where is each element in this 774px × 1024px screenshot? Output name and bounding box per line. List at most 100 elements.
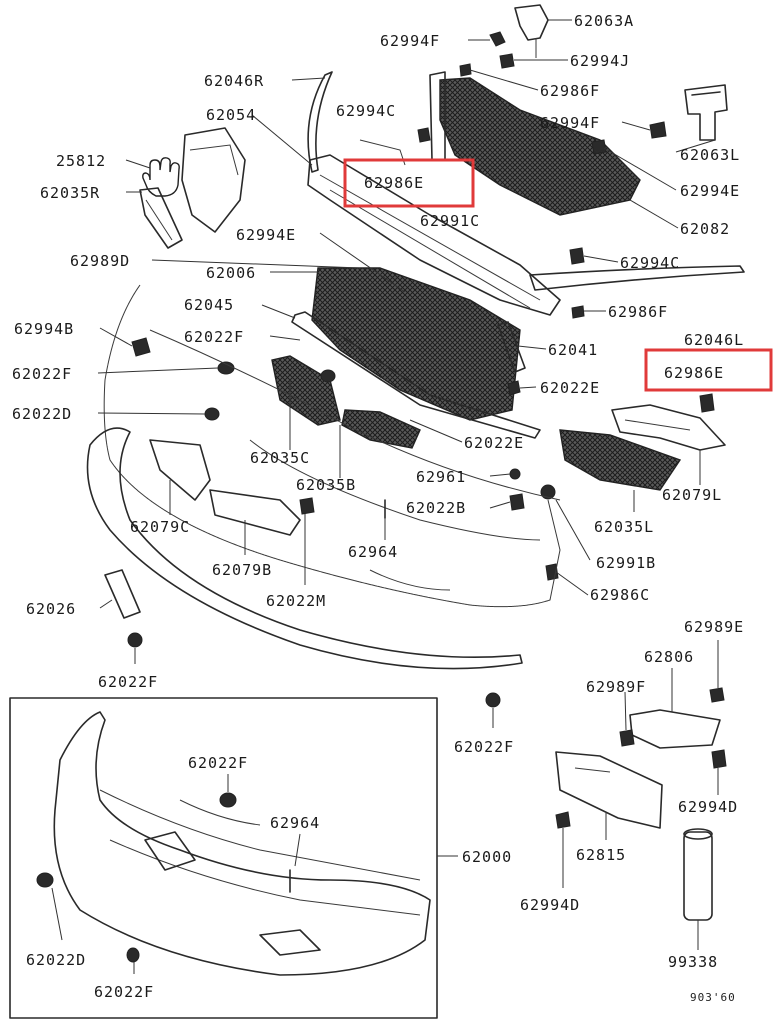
part-labels: 62063A 62994F 62994J 62046R 62986F 62054… xyxy=(12,12,744,1004)
bar-62041 xyxy=(497,321,526,373)
label-62046l: 62046L xyxy=(684,331,744,349)
label-62022f-f: 62022F xyxy=(94,983,154,1001)
bracket-62035r xyxy=(139,187,183,249)
label-62046r: 62046R xyxy=(204,72,264,90)
label-62022d-b: 62022D xyxy=(26,951,86,969)
highlight-box-62986e-right xyxy=(644,348,773,392)
label-62006: 62006 xyxy=(206,264,256,282)
label-62994e-right: 62994E xyxy=(680,182,740,200)
label-62986f-mid: 62986F xyxy=(608,303,668,321)
label-62986e-right: 62986E xyxy=(664,364,724,382)
clip-62994b xyxy=(131,337,151,357)
clip-62994f-top xyxy=(489,31,506,47)
label-62022e-b: 62022E xyxy=(464,434,524,452)
label-62994d-a: 62994D xyxy=(678,798,738,816)
label-62989d: 62989D xyxy=(70,252,130,270)
label-62035c: 62035C xyxy=(250,449,310,467)
clip-62994e-right xyxy=(591,139,607,155)
clip-62022m xyxy=(299,497,315,515)
label-62022e-a: 62022E xyxy=(540,379,600,397)
label-62022b: 62022B xyxy=(406,499,466,517)
clip-62994f-mid xyxy=(649,121,667,139)
clip-62986f-mid xyxy=(571,305,585,319)
label-62079b: 62079B xyxy=(212,561,272,579)
lower-bracket-62079c xyxy=(149,439,211,501)
clip-62022e-a xyxy=(507,380,521,396)
molding-62046r xyxy=(307,71,333,173)
label-25812: 25812 xyxy=(56,152,106,170)
label-62022f-c: 62022F xyxy=(98,673,158,691)
lower-spoiler xyxy=(86,427,523,670)
label-62022d-a: 62022D xyxy=(12,405,72,423)
trim-62045 xyxy=(291,311,541,439)
clip-62994j xyxy=(499,53,515,69)
bumper-cover-outline xyxy=(103,284,561,608)
clip-62989f xyxy=(619,729,635,747)
label-62986e-top: 62986E xyxy=(364,174,424,192)
label-62022f-e: 62022F xyxy=(188,754,248,772)
label-99338: 99338 xyxy=(668,953,718,971)
lower-bracket-62079b xyxy=(209,489,301,536)
label-62063a: 62063A xyxy=(574,12,634,30)
clip-62961 xyxy=(509,468,521,480)
label-62022f-a: 62022F xyxy=(184,328,244,346)
clip-62994d-b xyxy=(555,811,571,829)
label-62022f-b: 62022F xyxy=(12,365,72,383)
label-62000: 62000 xyxy=(462,848,512,866)
label-62989f: 62989F xyxy=(586,678,646,696)
label-62994d-b: 62994D xyxy=(520,896,580,914)
label-62994f-top: 62994F xyxy=(380,32,440,50)
label-62961: 62961 xyxy=(416,468,466,486)
label-62035b: 62035B xyxy=(296,476,356,494)
label-62022m: 62022M xyxy=(266,592,326,610)
clip-62991b xyxy=(540,484,556,500)
label-62994f-mid: 62994F xyxy=(540,114,600,132)
label-62079l: 62079L xyxy=(662,486,722,504)
label-62035l: 62035L xyxy=(594,518,654,536)
clip-62022d-b xyxy=(36,872,54,888)
license-plate-62815 xyxy=(555,751,663,829)
label-62994j: 62994J xyxy=(570,52,630,70)
touch-up-paint-99338 xyxy=(683,828,713,921)
lower-grille-62035l xyxy=(559,429,682,491)
clip-62994d-a xyxy=(711,749,727,769)
upper-grille-62082 xyxy=(429,71,641,216)
label-62994c-mid: 62994C xyxy=(620,254,680,272)
center-grille-62006 xyxy=(311,267,521,421)
clip-62986e-right xyxy=(699,393,715,413)
highlight-box-62986e-top xyxy=(343,158,475,208)
label-62989e: 62989E xyxy=(684,618,744,636)
label-62964-a: 62964 xyxy=(348,543,398,561)
label-62082: 62082 xyxy=(680,220,730,238)
label-62986f-top: 62986F xyxy=(540,82,600,100)
bracket-62079l xyxy=(611,404,726,451)
label-62063l: 62063L xyxy=(680,146,740,164)
clip-62022f-c xyxy=(127,632,143,648)
clip-62063a xyxy=(514,4,549,58)
label-62022f-d: 62022F xyxy=(454,738,514,756)
hand-cursor-icon xyxy=(142,157,180,197)
clip-62989e xyxy=(709,687,725,703)
lower-grille-62035c xyxy=(271,355,341,426)
label-62041: 62041 xyxy=(548,341,598,359)
clip-62994c-mid xyxy=(569,247,585,265)
label-62045: 62045 xyxy=(184,296,234,314)
diagram-code: 903'60 xyxy=(690,991,736,1004)
lower-grille-62035b xyxy=(341,409,421,449)
inset-assembly-box xyxy=(9,697,438,1019)
clip-62022f-d xyxy=(485,692,501,708)
label-62079c: 62079C xyxy=(130,518,190,536)
label-62986c: 62986C xyxy=(590,586,650,604)
label-62054: 62054 xyxy=(206,106,256,124)
clip-62022b xyxy=(509,493,525,511)
clip-62022f-b xyxy=(320,369,336,383)
label-62994b: 62994B xyxy=(14,320,74,338)
label-62991c: 62991C xyxy=(420,212,480,230)
bracket-25812 xyxy=(181,127,246,233)
bracket-62063l xyxy=(684,84,728,141)
clip-62022f-f xyxy=(126,947,140,963)
label-62991b: 62991B xyxy=(596,554,656,572)
leader-lines xyxy=(51,19,719,974)
bumper-assembly-62000 xyxy=(53,711,431,976)
